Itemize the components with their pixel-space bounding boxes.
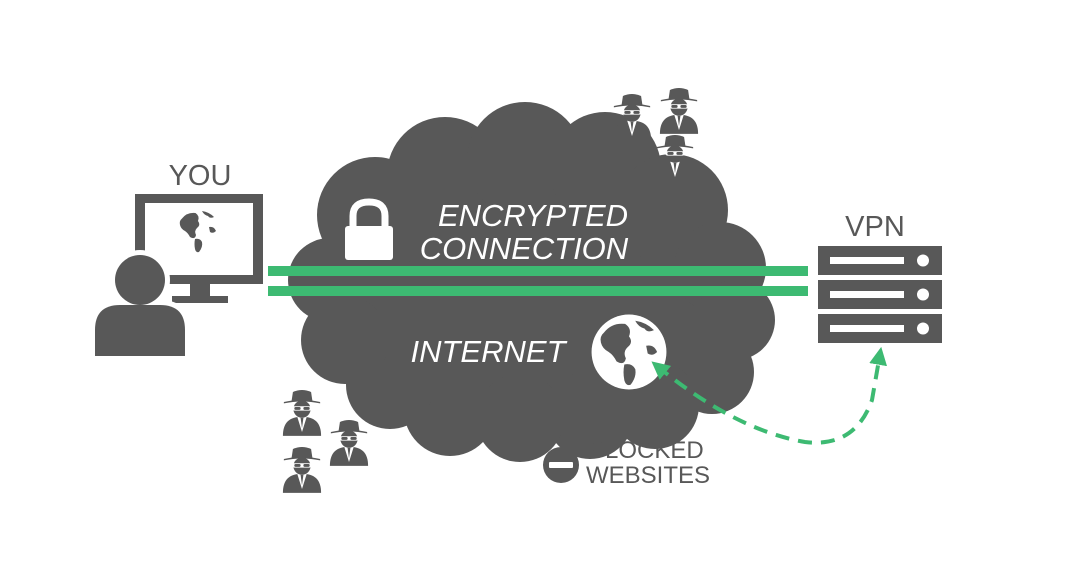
minus-circle-icon <box>543 447 579 483</box>
encrypted-label-line1: ENCRYPTED <box>438 198 628 233</box>
internet-globe-icon <box>591 314 667 390</box>
bypass-arrow <box>651 346 888 445</box>
lock-icon <box>345 198 393 260</box>
encrypted-tunnel <box>268 266 808 296</box>
encrypted-label-line2: CONNECTION <box>420 231 629 266</box>
internet-cloud <box>288 102 775 462</box>
monitor-globe-icon <box>174 207 222 255</box>
spy-icon <box>329 420 369 466</box>
server-icon <box>818 246 942 343</box>
internet-label: INTERNET <box>411 334 568 369</box>
vpn-label: VPN <box>845 211 905 243</box>
blocked-label-line1: BLOCKED <box>589 437 704 464</box>
spy-icon <box>282 390 322 436</box>
spy-icon <box>659 88 699 134</box>
person-icon <box>90 250 190 360</box>
you-label: YOU <box>169 160 232 192</box>
spy-icon <box>282 447 322 493</box>
blocked-label-line2: WEBSITES <box>586 462 710 489</box>
